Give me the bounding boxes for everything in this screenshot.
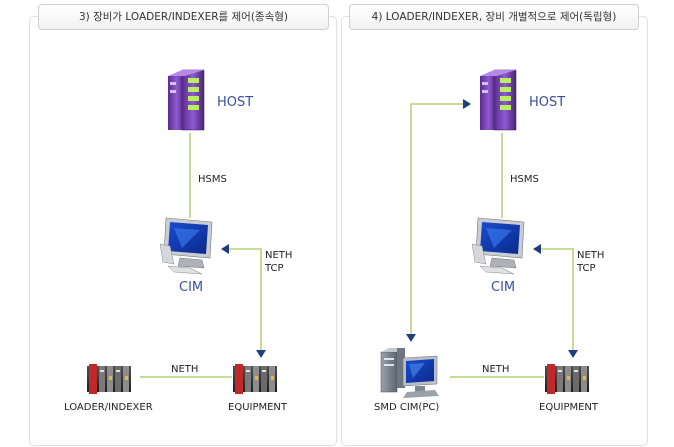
neth-bottom-label: NETH [171, 364, 199, 375]
smd-cim-label: SMD CIM(PC) [374, 402, 440, 413]
server-icon [479, 69, 517, 131]
arrow-to-cim [221, 244, 229, 254]
equipment-label: EQUIPMENT [539, 402, 599, 413]
link-cim-equipment [227, 248, 262, 350]
arrow-to-cim-2 [533, 244, 541, 254]
server-icon [167, 69, 205, 131]
panel-title-dependent: 3) 장비가 LOADER/INDEXER를 제어(종속형) [38, 4, 329, 30]
plc-icon [87, 364, 131, 394]
cim-label: CIM [491, 280, 516, 295]
neth-bottom-label: NETH [482, 364, 510, 375]
loader-indexer-label: LOADER/INDEXER [64, 402, 153, 413]
plc-icon [233, 364, 277, 394]
panel-title-independent: 4) LOADER/INDEXER, 장비 개별적으로 제어(독립형) [349, 4, 639, 30]
monitor-icon [159, 217, 213, 275]
link-host-smdcim [410, 103, 463, 334]
cim-label: CIM [179, 280, 204, 295]
tcp-label: TCP [265, 263, 284, 274]
neth-label: NETH [265, 250, 293, 261]
neth-label: NETH [577, 250, 605, 261]
tcp-label: TCP [577, 263, 596, 274]
hsms-label: HSMS [198, 174, 227, 185]
desktop-pc-icon [380, 347, 440, 399]
arrow-to-smdcim [406, 334, 416, 342]
link-cim-equipment-2 [540, 248, 574, 350]
host-label: HOST [217, 95, 254, 110]
host-label: HOST [529, 95, 566, 110]
arrow-to-equipment-2 [568, 350, 578, 358]
plc-icon [545, 364, 589, 394]
arrow-to-equipment [256, 350, 266, 358]
hsms-label: HSMS [510, 174, 539, 185]
equipment-label: EQUIPMENT [228, 402, 288, 413]
arrow-to-host [463, 99, 471, 109]
monitor-icon [471, 217, 525, 275]
